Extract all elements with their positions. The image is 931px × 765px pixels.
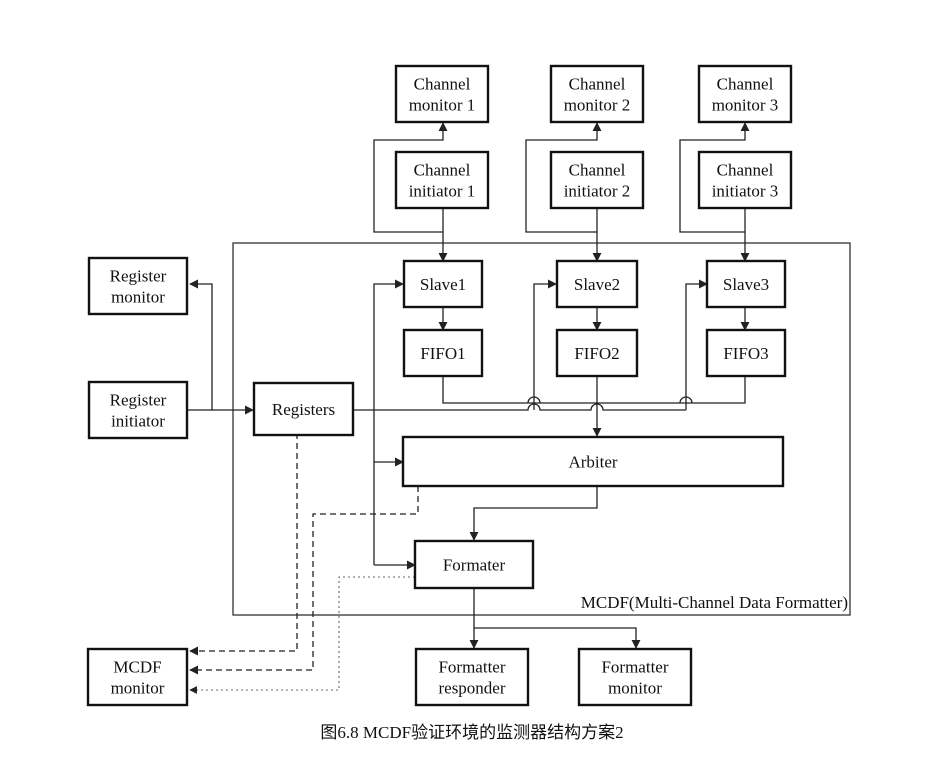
block-fmt-mon-label: monitor [608,678,662,697]
block-fifo3: FIFO3 [705,328,787,378]
block-mcdf-mon-label: monitor [111,678,165,697]
block-fifo2-label: FIFO2 [574,344,619,363]
block-ch-mon-1: Channel monitor 1 [394,64,490,124]
block-slave3: Slave3 [705,259,787,309]
block-ch-init-3-label: initiator 3 [712,181,779,200]
block-fmt-resp-label: responder [438,678,505,697]
block-slave1: Slave1 [402,259,484,309]
block-ch-init-2-label: Channel [569,160,626,179]
mcdf-container [232,242,851,616]
block-ch-mon-1-label: Channel [414,74,471,93]
block-fmt-mon-label: Formatter [601,657,668,676]
block-slave1-label: Slave1 [420,275,466,294]
block-ch-init-1-label: initiator 1 [409,181,476,200]
block-formater-label: Formater [443,555,506,574]
figure-caption: 图6.8 MCDF验证环境的监测器结构方案2 [320,723,623,742]
block-ch-init-1-label: Channel [414,160,471,179]
block-mcdf-mon-label: MCDF [113,657,161,676]
block-fifo2: FIFO2 [555,328,639,378]
block-registers: Registers [252,381,355,437]
block-registers-label: Registers [272,400,335,419]
connection-wires [186,122,750,694]
block-ch-mon-3: Channel monitor 3 [697,64,793,124]
block-formater: Formater [413,539,535,590]
block-ch-init-2-label: initiator 2 [564,181,631,200]
block-ch-init-3-label: Channel [717,160,774,179]
block-arbiter: Arbiter [401,435,785,488]
block-reg-init-label: Register [110,390,167,409]
block-ch-mon-2-label: Channel [569,74,626,93]
block-reg-init-label: initiator [111,411,165,430]
block-mcdf-mon: MCDF monitor [86,647,189,707]
block-slave2-label: Slave2 [574,275,620,294]
block-ch-mon-3-label: Channel [717,74,774,93]
block-reg-mon-label: Register [110,266,167,285]
block-fifo1: FIFO1 [402,328,484,378]
block-fmt-mon: Formatter monitor [577,647,693,707]
block-ch-mon-1-label: monitor 1 [409,95,476,114]
block-reg-mon-label: monitor [111,287,165,306]
block-reg-mon: Register monitor [87,256,189,316]
block-reg-init: Register initiator [87,380,189,440]
block-ch-mon-2-label: monitor 2 [564,95,631,114]
block-slave2: Slave2 [555,259,639,309]
mcdf-container-label: MCDF(Multi-Channel Data Formatter) [581,593,848,612]
block-ch-init-1: Channel initiator 1 [394,150,490,210]
block-fifo3-label: FIFO3 [723,344,768,363]
block-ch-mon-3-label: monitor 3 [712,95,779,114]
block-ch-mon-2: Channel monitor 2 [549,64,645,124]
block-fmt-resp-label: Formatter [438,657,505,676]
block-fmt-resp: Formatter responder [414,647,530,707]
block-ch-init-3: Channel initiator 3 [697,150,793,210]
block-fifo1-label: FIFO1 [420,344,465,363]
block-ch-init-2: Channel initiator 2 [549,150,645,210]
block-slave3-label: Slave3 [723,275,769,294]
block-arbiter-label: Arbiter [568,452,617,471]
